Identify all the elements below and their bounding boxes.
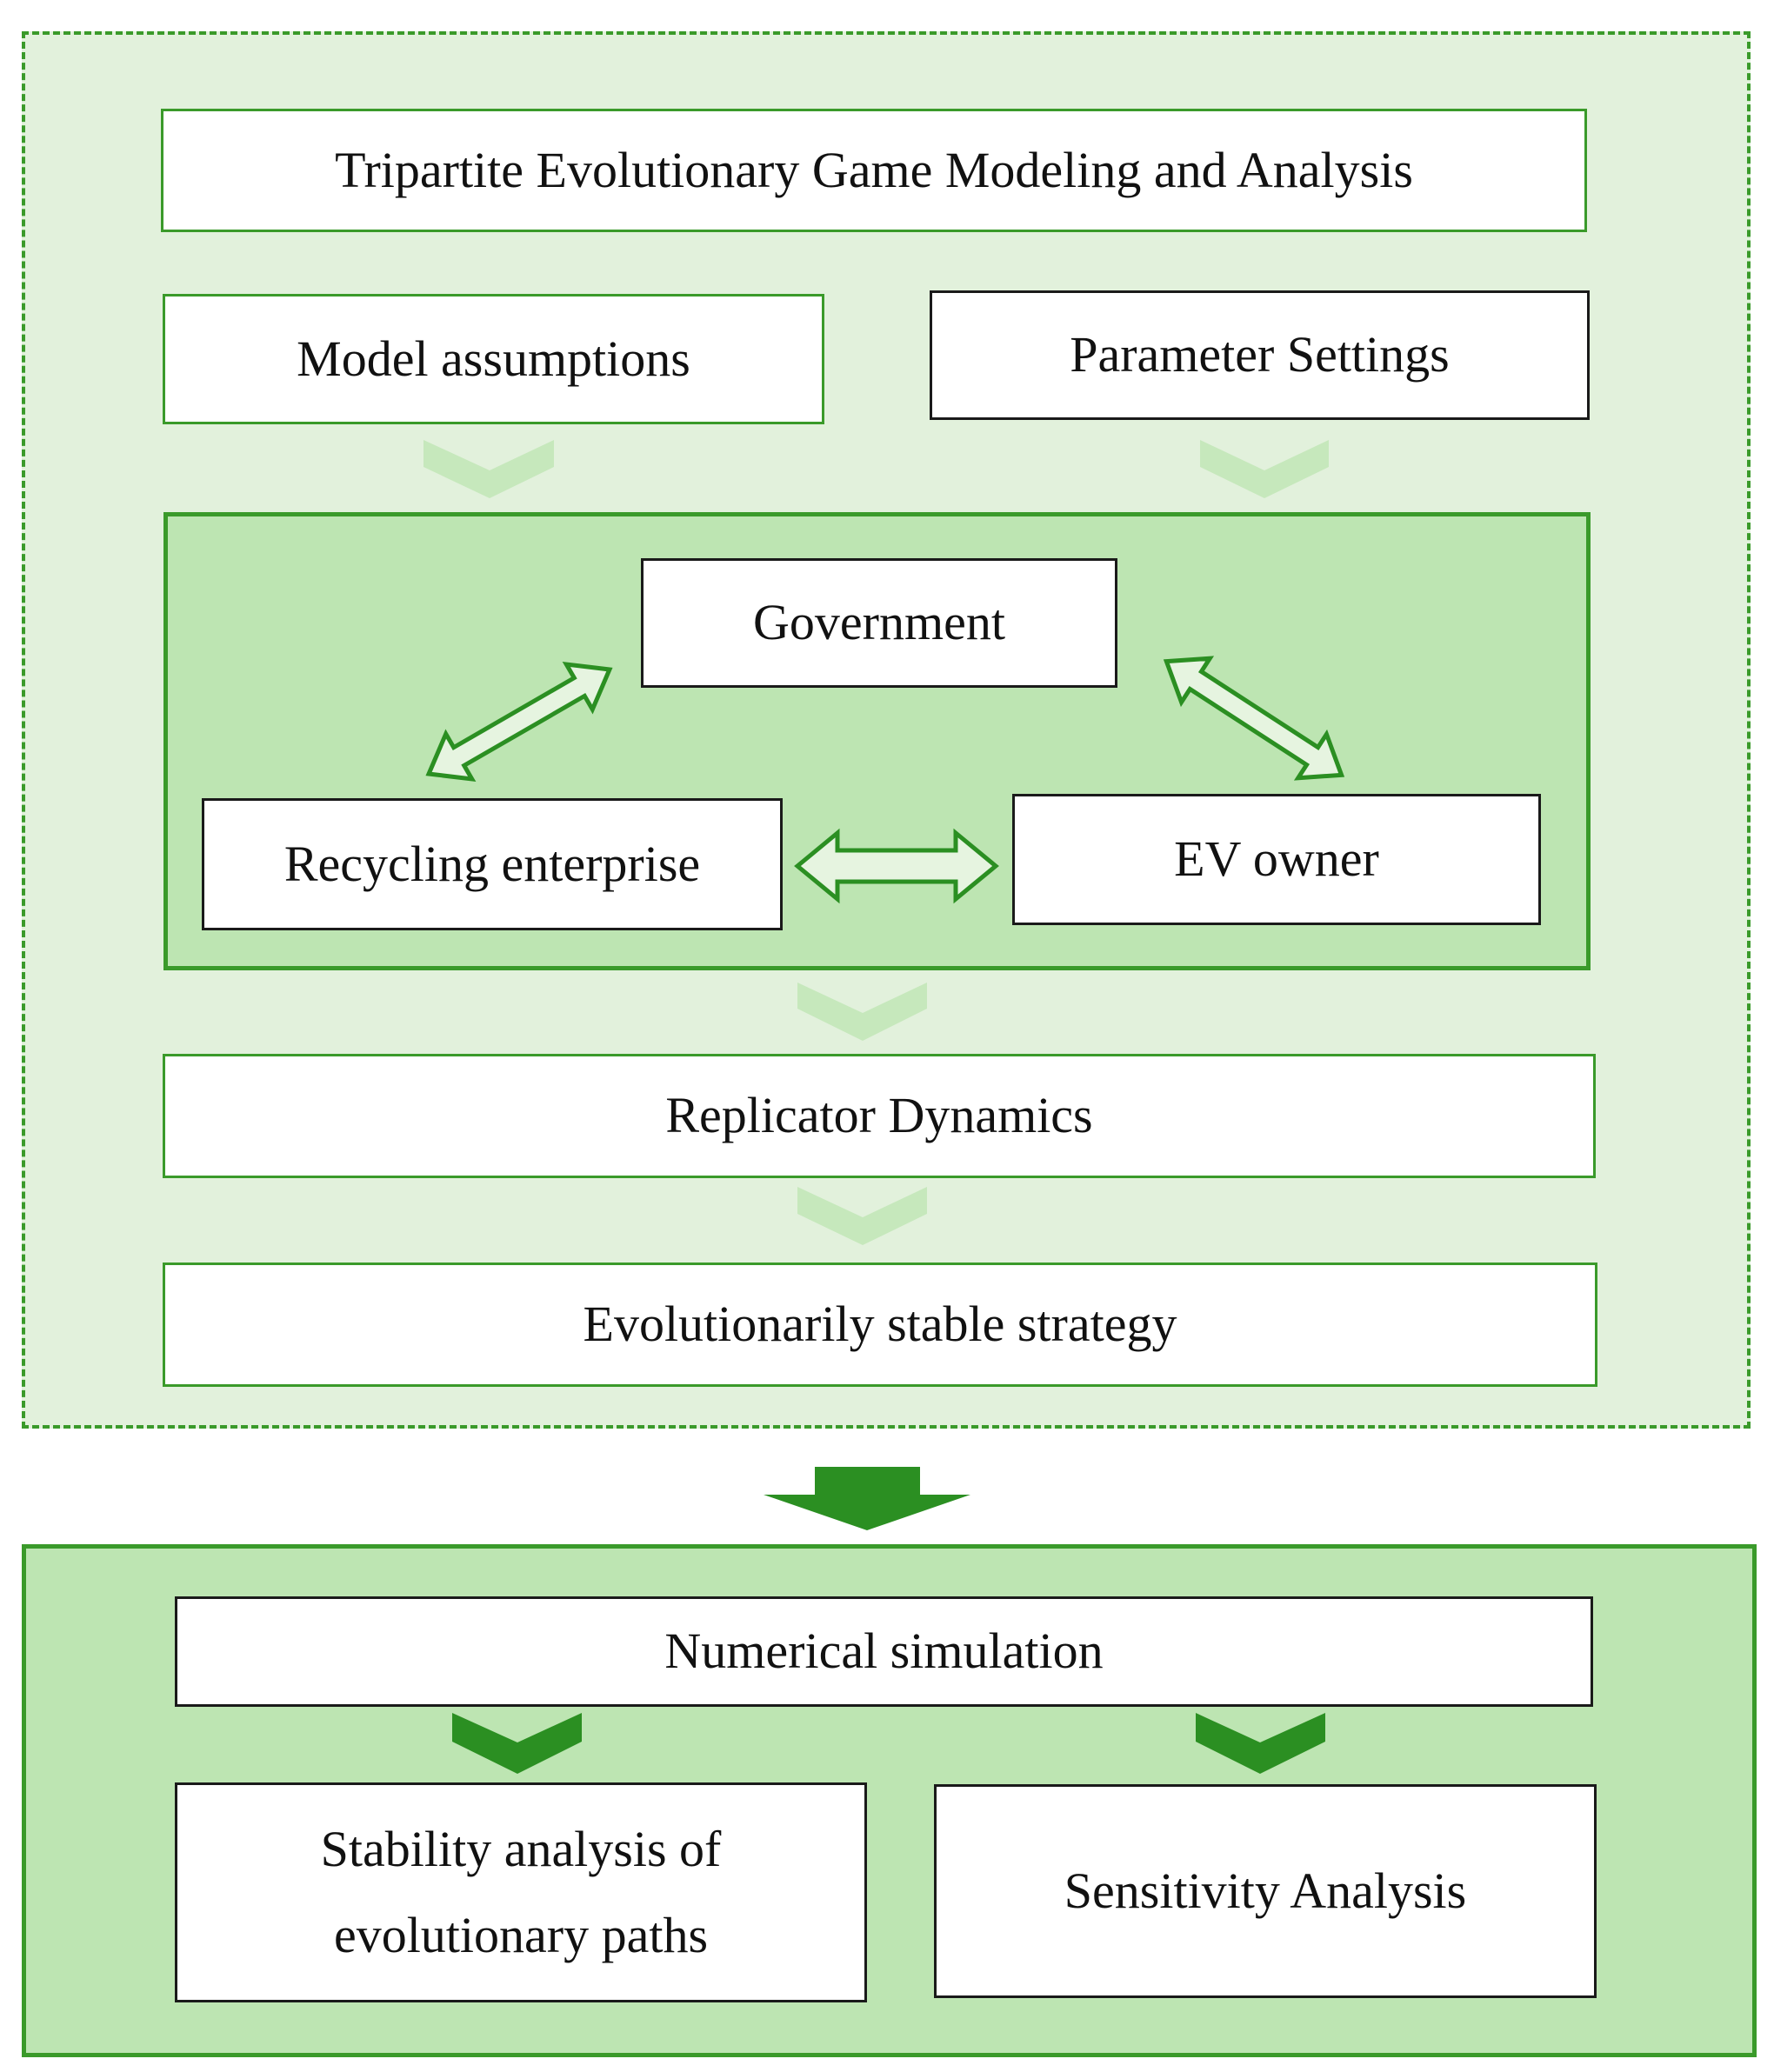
government-text: Government (753, 594, 1005, 651)
model-assumptions-text: Model assumptions (297, 330, 690, 387)
ess-text: Evolutionarily stable strategy (583, 1296, 1177, 1353)
parameter-settings-box: Parameter Settings (930, 290, 1590, 420)
government-box: Government (641, 558, 1117, 688)
model-assumptions-box: Model assumptions (163, 294, 824, 424)
ess-box: Evolutionarily stable strategy (163, 1263, 1597, 1387)
replicator-dynamics-text: Replicator Dynamics (665, 1087, 1093, 1144)
recycling-enterprise-text: Recycling enterprise (283, 835, 701, 892)
sensitivity-analysis-text: Sensitivity Analysis (1064, 1862, 1467, 1919)
stability-analysis-line1: Stability analysis of (320, 1820, 722, 1877)
replicator-dynamics-box: Replicator Dynamics (163, 1054, 1596, 1178)
numerical-simulation-text: Numerical simulation (664, 1622, 1104, 1680)
down-arrow-icon (764, 1467, 970, 1530)
ev-owner-text: EV owner (1174, 830, 1379, 888)
numerical-simulation-box: Numerical simulation (175, 1596, 1593, 1707)
ev-owner-box: EV owner (1012, 794, 1541, 925)
title-box: Tripartite Evolutionary Game Modeling an… (161, 109, 1587, 232)
stability-analysis-box: Stability analysis of evolutionary paths (175, 1782, 867, 2002)
parameter-settings-text: Parameter Settings (1070, 326, 1450, 383)
recycling-enterprise-box: Recycling enterprise (202, 798, 783, 930)
stability-analysis-line2: evolutionary paths (333, 1906, 709, 1963)
title-text: Tripartite Evolutionary Game Modeling an… (335, 141, 1413, 198)
sensitivity-analysis-box: Sensitivity Analysis (934, 1784, 1597, 1998)
